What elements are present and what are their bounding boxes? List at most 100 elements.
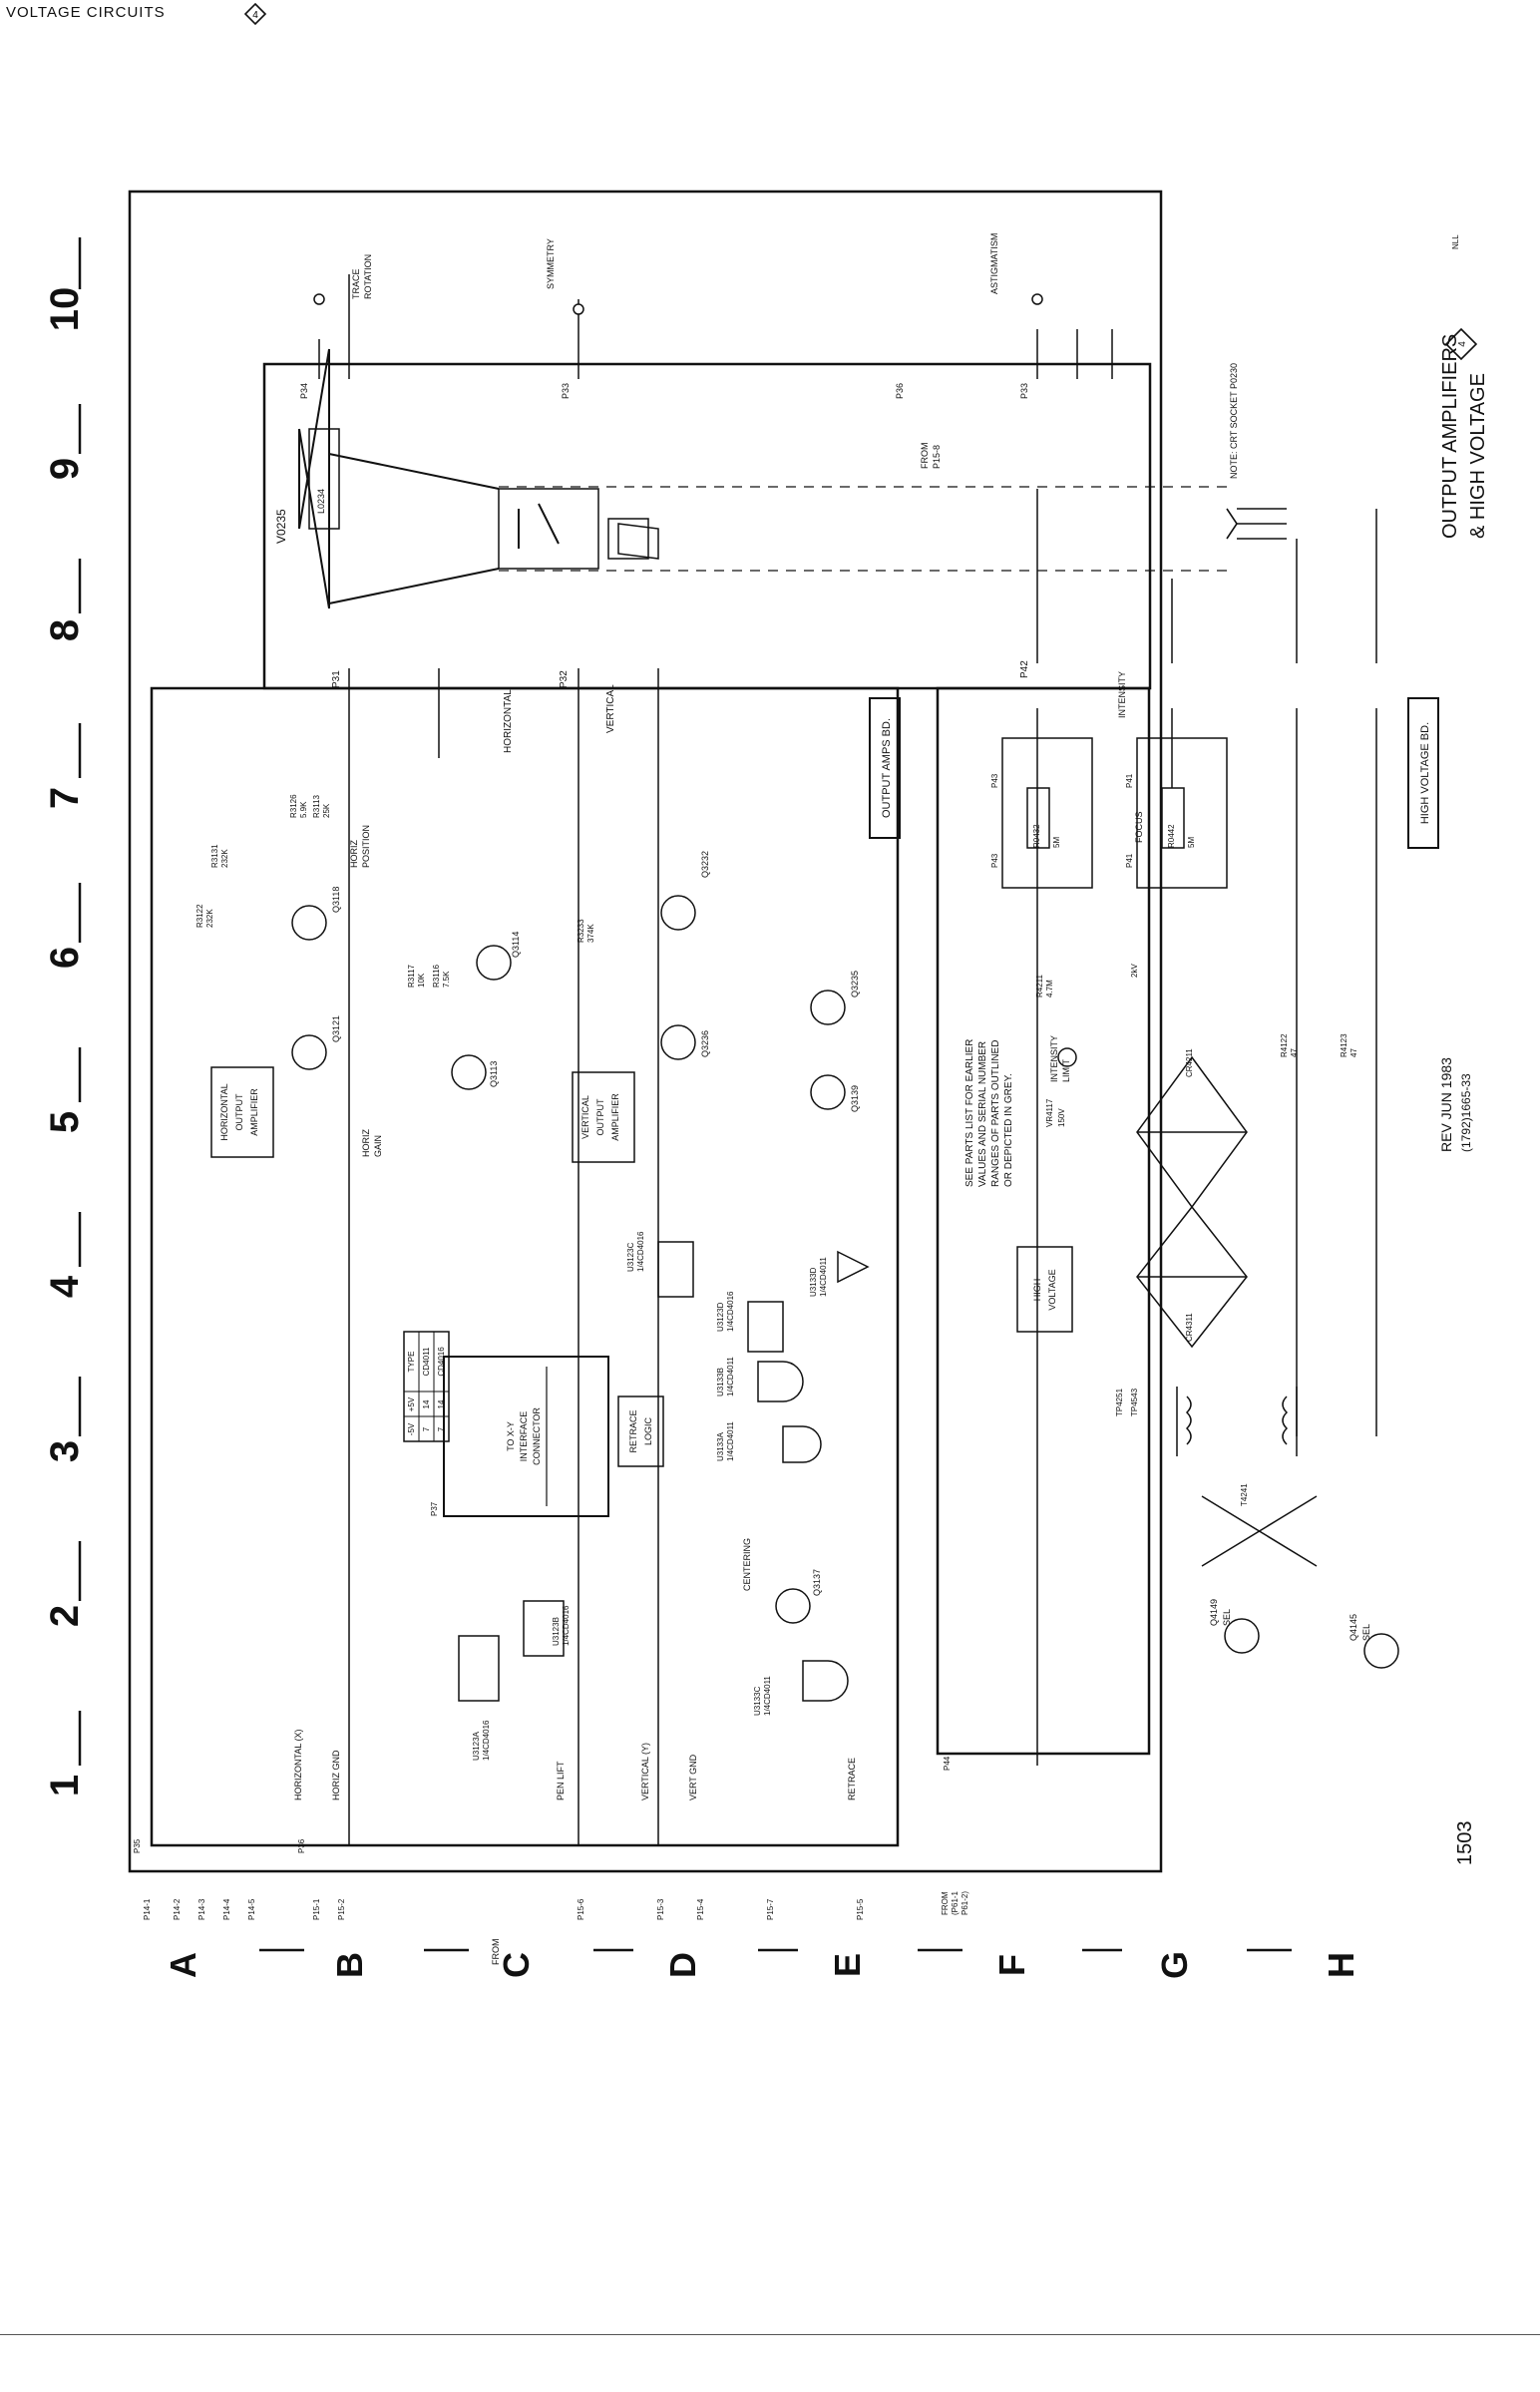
u3123b-type: 1/4CD4016 — [562, 1605, 571, 1646]
ic-table-r0c1: 14 — [422, 1399, 431, 1408]
col-label-2: 2 — [43, 1605, 87, 1627]
q3139-label: Q3139 — [850, 1085, 860, 1112]
board-label-output-amps: OUTPUT AMPS BD. — [869, 697, 901, 839]
intensity-limit-1: INTENSITY — [1049, 1035, 1059, 1082]
retrace-logic-line1: RETRACE — [628, 1409, 638, 1452]
ic-table-r1c0: CD4016 — [437, 1347, 446, 1377]
intensity-label: INTENSITY — [1117, 671, 1127, 718]
crt-tube — [298, 348, 1232, 609]
q4145-label: Q4145 — [1348, 1614, 1358, 1641]
q3137-label: Q3137 — [812, 1569, 822, 1596]
hv-components — [1001, 737, 1318, 1567]
q3118-label: Q3118 — [331, 887, 341, 913]
vert-gnd-label: VERT GND — [688, 1754, 698, 1800]
diamond-icon — [243, 2, 267, 26]
crt-tube-label: V0235 — [274, 509, 288, 544]
p36-label: P36 — [297, 1838, 306, 1853]
r3131-value: 232K — [220, 849, 229, 868]
pin-p14-1: P14-1 — [143, 1898, 152, 1920]
p34-text: P34 — [299, 383, 309, 399]
col-label-8: 8 — [43, 619, 87, 641]
col-label-1: 1 — [43, 1775, 87, 1796]
horizontal-bus-label: HORIZONTAL — [503, 689, 514, 753]
from-p15-text: FROM — [920, 443, 930, 470]
astigmatism-text: ASTIGMATISM — [989, 233, 999, 294]
col-label-6: 6 — [43, 947, 87, 969]
p41-label-b: P41 — [1125, 773, 1134, 788]
kv2-label: 2kV — [1130, 964, 1139, 978]
u3133d-label: U3133D — [809, 1267, 818, 1297]
left-signal-labels: HORIZONTAL (X) HORIZ GND PEN LIFT VERTIC… — [293, 671, 1144, 1800]
parts-note-line3: RANGES OF PARTS OUTLINED — [990, 1040, 1001, 1187]
trace-rotation-text-2: ROTATION — [363, 254, 373, 299]
col-label-10: 10 — [43, 287, 87, 332]
horizontal-amp-line3: AMPLIFIER — [249, 1088, 259, 1136]
trace-rotation-text: TRACE — [351, 268, 361, 299]
p32-text: P32 — [559, 670, 570, 688]
pen-lift-label: PEN LIFT — [556, 1761, 566, 1800]
q3235-label: Q3235 — [850, 971, 860, 997]
ic-table-r0c2: 7 — [422, 1426, 431, 1431]
from-p61-line3: P61-2) — [961, 1891, 969, 1915]
vertical-amp-block: VERTICAL OUTPUT AMPLIFIER — [572, 1071, 635, 1163]
xy-interface-box: TO X-Y INTERFACE CONNECTOR — [443, 1356, 609, 1517]
symmetry-text: SYMMETRY — [546, 238, 556, 289]
p43-label-b: P43 — [990, 773, 999, 788]
vertical-bus-label: VERTICAL — [605, 684, 616, 733]
crt-region-box — [262, 362, 1152, 690]
diagram-number-badge: 4 — [243, 2, 267, 26]
left-pins: P35 P36 P37 P14-1 P14-2 P14-3 P14-4 P14-… — [133, 1501, 969, 1965]
pin-p14-4: P14-4 — [222, 1898, 231, 1920]
vertical-amp-line1: VERTICAL — [580, 1095, 590, 1139]
horiz-gain-2: GAIN — [373, 1135, 383, 1157]
row-label-C: C — [496, 1952, 537, 1978]
transistors — [291, 895, 1399, 1669]
parts-note-line4: OR DEPICTED IN GREY. — [1003, 1073, 1014, 1187]
title-block: OUTPUT AMPLIFIERS & HIGH VOLTAGE REV JUN… — [1438, 234, 1489, 1865]
r3117-value: 10K — [417, 973, 426, 988]
pin-p14-5: P14-5 — [247, 1898, 256, 1920]
r3122-label: R3122 — [195, 904, 204, 928]
u3123a-type: 1/4CD4016 — [482, 1720, 491, 1761]
page-number: 1503 — [1454, 1821, 1476, 1866]
top-right-network — [313, 274, 1113, 379]
xy-line1: TO X-Y — [506, 1421, 516, 1451]
r4122-label: R4122 — [1280, 1033, 1289, 1057]
r3113-label: R3113 — [312, 794, 321, 818]
r4123-value: 47 — [1349, 1048, 1358, 1057]
focus-label: FOCUS — [1134, 812, 1144, 844]
col-label-4: 4 — [43, 1275, 87, 1298]
p42-label: P42 — [1019, 660, 1030, 678]
pin-p15-6: P15-6 — [577, 1898, 585, 1920]
pin-p15-2: P15-2 — [337, 1898, 346, 1920]
r0432-label: R0432 — [1032, 824, 1041, 848]
board-label-high-voltage-text: HIGH VOLTAGE BD. — [1419, 722, 1431, 824]
ic-table-r0c0: CD4011 — [422, 1347, 431, 1376]
horiz-position-2: POSITION — [361, 825, 371, 868]
u3123a-label: U3123A — [472, 1731, 481, 1761]
pin-p15-4: P15-4 — [696, 1898, 705, 1920]
p33-text-b: P33 — [1019, 383, 1029, 399]
sheet-title-line2: & HIGH VOLTAGE — [1467, 373, 1489, 539]
horiz-gain-1: HORIZ — [361, 1129, 371, 1158]
row-label-G: G — [1154, 1951, 1195, 1979]
cr4311-label: CR4311 — [1185, 1313, 1194, 1342]
from-p15-text-2: P15-8 — [932, 445, 942, 469]
r4211-value: 4.7M — [1045, 980, 1054, 997]
u3133b-label: U3133B — [716, 1368, 725, 1396]
retrace-logic-block: RETRACE LOGIC — [617, 1395, 664, 1467]
ic-table-r1c1: 14 — [437, 1399, 446, 1408]
r3131-label: R3131 — [210, 844, 219, 868]
horizontal-x-label: HORIZONTAL (X) — [293, 1729, 303, 1800]
crt-note: NOTE: CRT SOCKET P0230 — [1229, 363, 1239, 479]
vertical-amp-line3: AMPLIFIER — [610, 1093, 620, 1141]
sel-label-2: SEL — [1361, 1624, 1371, 1641]
parts-note: SEE PARTS LIST FOR EARLIER VALUES AND SE… — [964, 1039, 1014, 1187]
high-voltage-line2: VOLTAGE — [1047, 1269, 1057, 1310]
column-labels: 1 2 3 4 5 6 7 8 9 10 — [43, 287, 87, 1796]
u3133c-label: U3133C — [753, 1686, 762, 1716]
p35-label: P35 — [133, 1838, 142, 1853]
output-amps-board — [150, 686, 900, 1847]
u3133d-type: 1/4CD4011 — [819, 1257, 828, 1297]
